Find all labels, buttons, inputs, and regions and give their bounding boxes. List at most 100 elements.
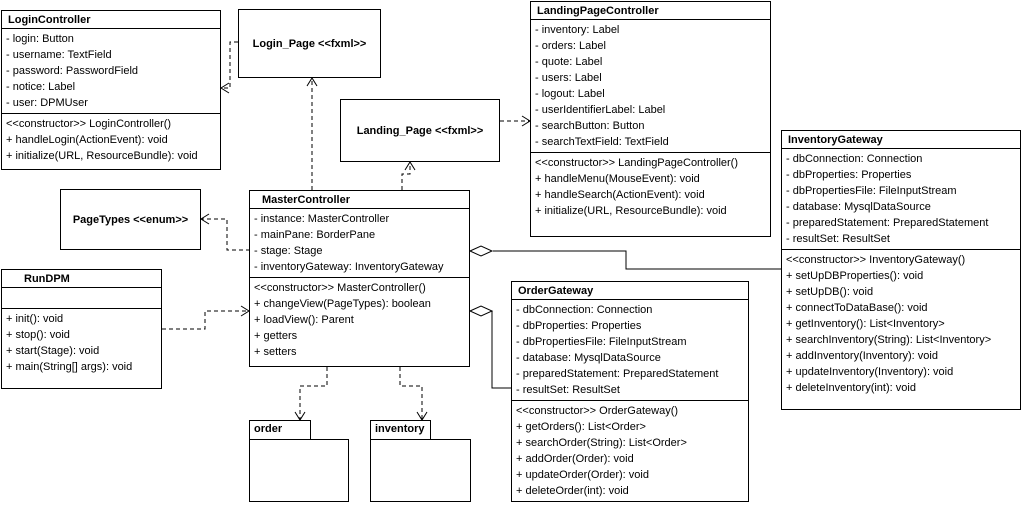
operation: <<constructor>> MasterController() xyxy=(254,282,426,294)
operation: + initialize(URL, ResourceBundle): void xyxy=(6,150,198,162)
dependency-rundpm-master xyxy=(162,310,249,330)
attribute: - username: TextField xyxy=(6,49,112,61)
dependency-master-page-types xyxy=(201,218,250,251)
package-order-label: order xyxy=(254,423,283,435)
attribute: - resultSet: ResultSet xyxy=(516,384,620,396)
arrowhead-login-page xyxy=(306,77,318,87)
operations-section: <<constructor>> InventoryGateway() + set… xyxy=(782,249,1020,398)
operations-section: + init(): void + stop(): void + start(St… xyxy=(2,308,161,377)
attributes-section: - inventory: Label - orders: Label - quo… xyxy=(531,20,770,152)
operation: + addInventory(Inventory): void xyxy=(786,350,938,362)
operation: + stop(): void xyxy=(6,329,70,341)
attribute: - dbPropertiesFile: FileInputStream xyxy=(516,336,687,348)
attribute: - mainPane: BorderPane xyxy=(254,229,376,241)
package-inventory-label: inventory xyxy=(375,423,425,435)
attributes-section: - instance: MasterController - mainPane:… xyxy=(250,209,469,277)
class-name: LandingPageController xyxy=(531,2,770,20)
attribute: - user: DPMUser xyxy=(6,97,88,109)
operation: + loadView(): Parent xyxy=(254,314,354,326)
operation: <<constructor>> InventoryGateway() xyxy=(786,254,966,266)
class-name: InventoryGateway xyxy=(782,131,1020,149)
operation: + initialize(URL, ResourceBundle): void xyxy=(535,205,727,217)
operations-section: <<constructor>> LoginController() + hand… xyxy=(2,113,220,166)
attributes-section: - dbConnection: Connection - dbPropertie… xyxy=(782,149,1020,249)
dependency-login-controller-login-page xyxy=(221,41,238,89)
attribute: - resultSet: ResultSet xyxy=(786,233,890,245)
operations-section: <<constructor>> MasterController() + cha… xyxy=(250,277,469,362)
class-inventory-gateway[interactable]: InventoryGateway - dbConnection: Connect… xyxy=(781,130,1021,410)
operation: + setters xyxy=(254,346,297,358)
aggregation-diamond-order xyxy=(468,305,494,317)
attribute: - userIdentifierLabel: Label xyxy=(535,104,666,116)
attribute: - login: Button xyxy=(6,33,74,45)
attribute: - preparedStatement: PreparedStatement xyxy=(786,217,989,229)
attributes-section xyxy=(2,288,161,308)
package-inventory-tab[interactable]: inventory xyxy=(370,420,431,440)
attribute: - notice: Label xyxy=(6,81,76,93)
attribute: - inventory: Label xyxy=(535,24,620,36)
attribute: - dbProperties: Properties xyxy=(786,169,912,181)
login-page-box[interactable]: Login_Page <<fxml>> xyxy=(238,9,381,78)
operations-section: <<constructor>> LandingPageController() … xyxy=(531,152,770,221)
package-inventory-body[interactable] xyxy=(370,439,471,502)
attributes-section: - dbConnection: Connection - dbPropertie… xyxy=(512,300,748,400)
operations-section: <<constructor>> OrderGateway() + getOrde… xyxy=(512,400,748,501)
class-name: MasterController xyxy=(250,191,469,209)
attribute: - searchTextField: TextField xyxy=(535,136,669,148)
class-name: LoginController xyxy=(2,11,220,29)
class-name: OrderGateway xyxy=(512,282,748,300)
page-types-box[interactable]: PageTypes <<enum>> xyxy=(60,189,201,250)
operation: + connectToDataBase(): void xyxy=(786,302,928,314)
landing-page-label: Landing_Page <<fxml>> xyxy=(356,124,484,137)
operation: <<constructor>> LoginController() xyxy=(6,118,172,130)
operation: + updateOrder(Order): void xyxy=(516,469,649,481)
package-order-tab[interactable]: order xyxy=(249,420,311,440)
operation: + searchInventory(String): List<Inventor… xyxy=(786,334,992,346)
attribute: - dbPropertiesFile: FileInputStream xyxy=(786,185,957,197)
operation: + changeView(PageTypes): boolean xyxy=(254,298,431,310)
operation: + getOrders(): List<Order> xyxy=(516,421,646,433)
attribute: - searchButton: Button xyxy=(535,120,645,132)
attribute: - password: PasswordField xyxy=(6,65,139,77)
package-order-body[interactable] xyxy=(249,439,349,502)
attribute: - inventoryGateway: InventoryGateway xyxy=(254,261,444,273)
attribute: - dbProperties: Properties xyxy=(516,320,642,332)
attributes-section: - login: Button - username: TextField - … xyxy=(2,29,220,113)
operation: + addOrder(Order): void xyxy=(516,453,634,465)
dependency-master-order xyxy=(299,367,328,420)
class-master-controller[interactable]: MasterController - instance: MasterContr… xyxy=(249,190,470,367)
operation: + handleMenu(MouseEvent): void xyxy=(535,173,700,185)
attribute: - stage: Stage xyxy=(254,245,323,257)
class-landing-page-controller[interactable]: LandingPageController - inventory: Label… xyxy=(530,1,771,237)
dependency-master-landing-page xyxy=(401,163,411,190)
operation: + setUpDB(): void xyxy=(786,286,874,298)
operation: <<constructor>> OrderGateway() xyxy=(516,405,679,417)
arrowhead-page-types xyxy=(200,213,210,225)
attribute: - quote: Label xyxy=(535,56,603,68)
aggregation-master-order-gateway xyxy=(491,311,511,389)
operation: <<constructor>> LandingPageController() xyxy=(535,157,739,169)
operation: + deleteOrder(int): void xyxy=(516,485,629,497)
arrowhead-landing-page xyxy=(404,161,416,171)
attribute: - logout: Label xyxy=(535,88,605,100)
class-run-dpm[interactable]: RunDPM + init(): void + stop(): void + s… xyxy=(1,269,162,389)
attribute: - dbConnection: Connection xyxy=(516,304,653,316)
class-order-gateway[interactable]: OrderGateway - dbConnection: Connection … xyxy=(511,281,749,502)
operation: + getInventory(): List<Inventory> xyxy=(786,318,945,330)
operation: + deleteInventory(int): void xyxy=(786,382,916,394)
aggregation-diamond-inventory xyxy=(468,245,494,257)
landing-page-box[interactable]: Landing_Page <<fxml>> xyxy=(340,99,500,162)
class-login-controller[interactable]: LoginController - login: Button - userna… xyxy=(1,10,221,170)
operation: + getters xyxy=(254,330,298,342)
operation: + setUpDBProperties(): void xyxy=(786,270,924,282)
attribute: - instance: MasterController xyxy=(254,213,390,225)
operation: + start(Stage): void xyxy=(6,345,100,357)
operation: + handleLogin(ActionEvent): void xyxy=(6,134,168,146)
aggregation-master-inventory-gateway xyxy=(493,250,781,270)
attribute: - database: MysqlDataSource xyxy=(516,352,661,364)
attribute: - dbConnection: Connection xyxy=(786,153,923,165)
attribute: - preparedStatement: PreparedStatement xyxy=(516,368,719,380)
arrowhead-login-controller xyxy=(220,82,230,94)
login-page-label: Login_Page <<fxml>> xyxy=(252,37,367,50)
